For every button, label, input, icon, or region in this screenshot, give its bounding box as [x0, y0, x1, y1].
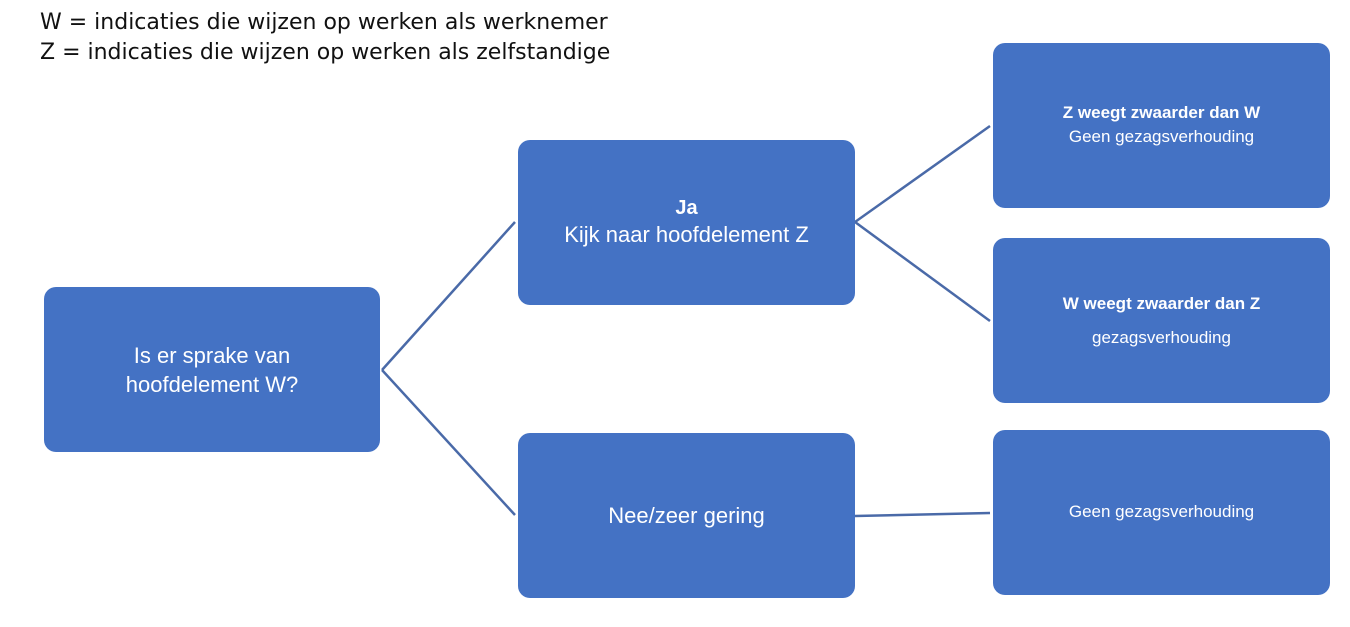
connector-yes-to-z-heavier [854, 124, 991, 224]
legend-line-w: W = indicaties die wijzen op werken als … [40, 10, 608, 35]
node-no-authority: Geen gezagsverhouding [993, 430, 1330, 595]
node-w-heavier-title: W weegt zwaarder dan Z [1062, 294, 1261, 313]
node-yes-text: Kijk naar hoofdelement Z [564, 222, 809, 247]
node-no-text: Nee/zeer gering [608, 503, 765, 528]
connector-question-to-no [381, 369, 516, 516]
node-no: Nee/zeer gering [518, 433, 855, 598]
node-yes: Ja Kijk naar hoofdelement Z [518, 140, 855, 305]
node-yes-title: Ja [675, 197, 698, 219]
legend-line-z: Z = indicaties die wijzen op werken als … [40, 40, 611, 65]
node-w-heavier: W weegt zwaarder dan Z gezagsverhouding [993, 238, 1330, 403]
node-question-line2: hoofdelement W? [125, 371, 299, 397]
connector-no-to-no-authority [854, 511, 991, 518]
connector-yes-to-w-heavier [854, 220, 991, 323]
node-z-heavier-title: Z weegt zwaarder dan W [1062, 103, 1261, 122]
node-question: Is er sprake van hoofdelement W? [44, 287, 380, 452]
legend: W = indicaties die wijzen op werken als … [40, 8, 610, 68]
node-w-heavier-text: gezagsverhouding [1092, 328, 1231, 347]
node-z-heavier: Z weegt zwaarder dan W Geen gezagsverhou… [993, 43, 1330, 208]
node-question-line1: Is er sprake van [133, 342, 291, 368]
connector-question-to-yes [381, 221, 516, 371]
node-no-authority-text: Geen gezagsverhouding [1068, 502, 1255, 521]
node-z-heavier-text: Geen gezagsverhouding [1068, 127, 1255, 146]
